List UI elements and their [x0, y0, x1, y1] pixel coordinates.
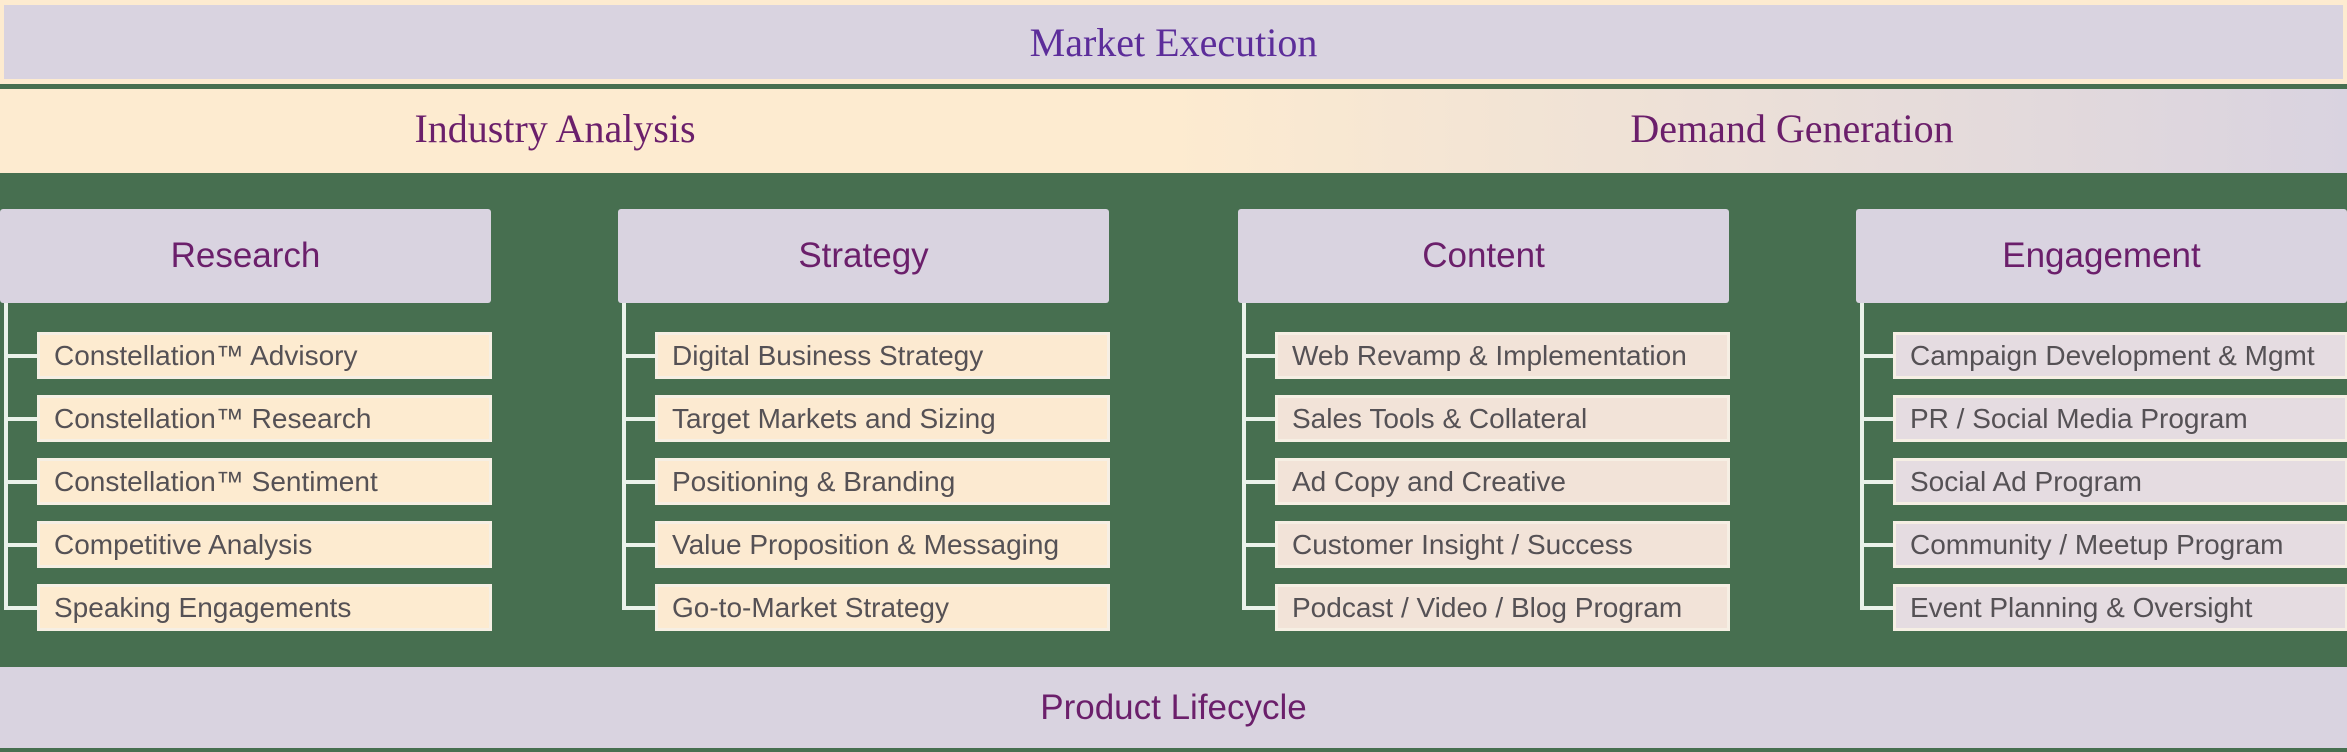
tree-connector-vertical — [4, 303, 8, 608]
product-lifecycle-title: Product Lifecycle — [1040, 687, 1307, 727]
list-item: Target Markets and Sizing — [655, 395, 1110, 442]
list-item: Podcast / Video / Blog Program — [1275, 584, 1730, 631]
list-item: Speaking Engagements — [37, 584, 492, 631]
tree-connector-horizontal — [1860, 480, 1894, 484]
tree-connector-horizontal — [622, 543, 656, 547]
market-execution-panel: Market Execution — [4, 5, 2343, 79]
tree-connector-horizontal — [622, 606, 656, 610]
tree-connector-horizontal — [1242, 606, 1276, 610]
tree-connector-horizontal — [622, 354, 656, 358]
market-execution-title: Market Execution — [1029, 19, 1318, 65]
list-item: Web Revamp & Implementation — [1275, 332, 1730, 379]
demand-generation-title: Demand Generation — [1630, 106, 1954, 151]
column-header: Content — [1238, 209, 1729, 303]
tree-connector-horizontal — [4, 606, 38, 610]
list-item: Value Proposition & Messaging — [655, 521, 1110, 568]
tree-connector-horizontal — [1860, 543, 1894, 547]
tree-connector-horizontal — [4, 354, 38, 358]
list-item: Competitive Analysis — [37, 521, 492, 568]
list-item: Campaign Development & Mgmt — [1893, 332, 2347, 379]
tree-connector-vertical — [622, 303, 626, 608]
band-panel: Industry Analysis Demand Generation — [4, 94, 2343, 168]
column-header: Research — [0, 209, 491, 303]
list-item: Constellation™ Advisory — [37, 332, 492, 379]
list-item: Constellation™ Research — [37, 395, 492, 442]
tree-connector-horizontal — [4, 480, 38, 484]
tree-connector-horizontal — [1242, 354, 1276, 358]
tree-connector-horizontal — [4, 543, 38, 547]
column-header: Engagement — [1856, 209, 2347, 303]
tree-connector-horizontal — [1860, 606, 1894, 610]
list-item: Community / Meetup Program — [1893, 521, 2347, 568]
analysis-generation-band: Industry Analysis Demand Generation — [0, 89, 2347, 173]
list-item: Positioning & Branding — [655, 458, 1110, 505]
industry-analysis-title: Industry Analysis — [414, 106, 696, 151]
product-lifecycle-banner: Product Lifecycle — [0, 667, 2347, 748]
market-execution-banner: Market Execution — [0, 0, 2347, 84]
list-item: Social Ad Program — [1893, 458, 2347, 505]
list-item: Ad Copy and Creative — [1275, 458, 1730, 505]
tree-connector-horizontal — [1860, 354, 1894, 358]
list-item: Event Planning & Oversight — [1893, 584, 2347, 631]
tree-connector-horizontal — [622, 417, 656, 421]
tree-connector-horizontal — [1242, 543, 1276, 547]
column-header: Strategy — [618, 209, 1109, 303]
list-item: Sales Tools & Collateral — [1275, 395, 1730, 442]
tree-connector-horizontal — [622, 480, 656, 484]
tree-connector-horizontal — [1242, 480, 1276, 484]
list-item: Go-to-Market Strategy — [655, 584, 1110, 631]
tree-connector-horizontal — [1242, 417, 1276, 421]
tree-connector-vertical — [1860, 303, 1864, 608]
list-item: Constellation™ Sentiment — [37, 458, 492, 505]
tree-connector-vertical — [1242, 303, 1246, 608]
tree-connector-horizontal — [1860, 417, 1894, 421]
list-item: Customer Insight / Success — [1275, 521, 1730, 568]
tree-connector-horizontal — [4, 417, 38, 421]
list-item: Digital Business Strategy — [655, 332, 1110, 379]
list-item: PR / Social Media Program — [1893, 395, 2347, 442]
